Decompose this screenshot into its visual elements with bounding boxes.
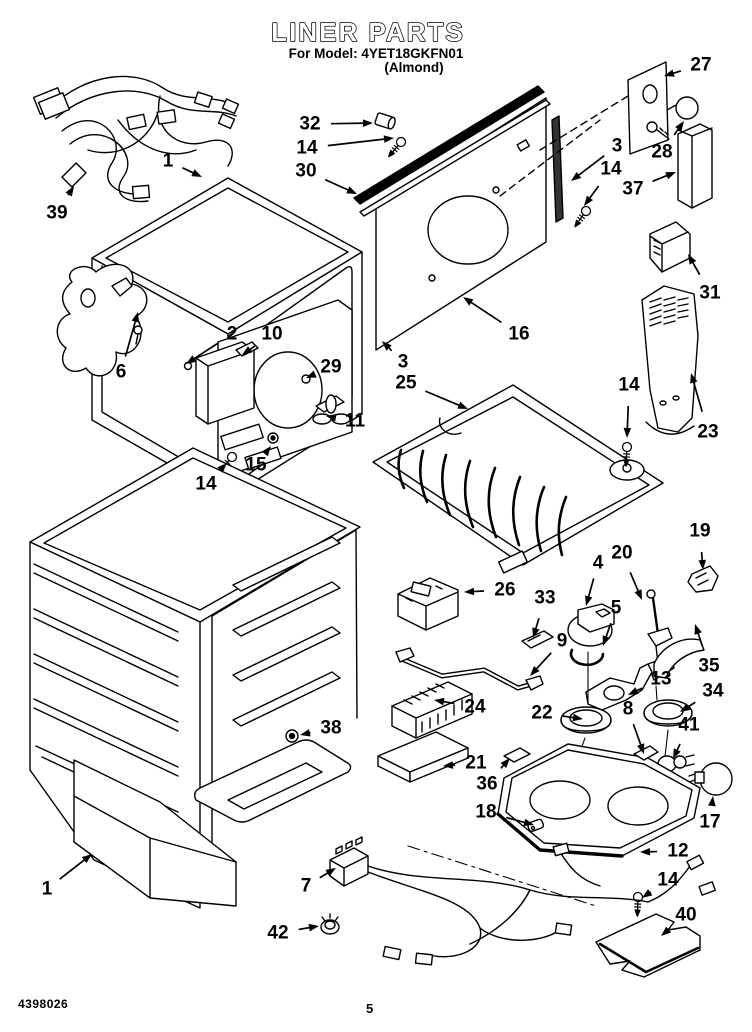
plug-connector-icon (329, 836, 369, 887)
clip19-icon (687, 565, 719, 593)
clip18-icon (527, 818, 545, 832)
ring22-icon (560, 706, 612, 734)
lower-liner-icon (29, 447, 361, 909)
document-number: 4398026 (18, 997, 69, 1011)
end-cap-icon (649, 221, 691, 273)
drain-tray-icon (377, 731, 469, 783)
ring34-icon (643, 699, 693, 727)
ground-strap-icon (395, 647, 544, 691)
clip36-icon (503, 747, 531, 763)
finish-line: (Almond) (384, 60, 443, 75)
icemaker-pan-icon (496, 743, 701, 858)
partition-shelf-icon (372, 384, 664, 574)
page-number: 5 (366, 1001, 374, 1016)
cover-plate-icon (595, 913, 701, 978)
relay-icon (397, 577, 459, 631)
bracket35-icon (653, 638, 705, 679)
dashed-guides (499, 95, 629, 197)
grommet42-icon (320, 913, 340, 935)
clip5-icon (569, 648, 605, 667)
thermostat-icon (567, 603, 615, 647)
evap-tray-icon (391, 681, 473, 739)
air-tower-icon (641, 285, 699, 435)
grommet-screw-icons (215, 112, 593, 476)
top-trim-icon (353, 85, 551, 217)
cover-icon (677, 123, 713, 209)
bracket-icon (56, 263, 148, 377)
wiring-harness-icon (32, 75, 240, 203)
lower-harness-icon (367, 842, 716, 966)
side-trim-icon (551, 115, 564, 223)
model-line: For Model: 4YET18GKFN01 (289, 46, 464, 61)
page-title: LINER PARTS (271, 17, 464, 47)
hinge-plate-icon (627, 61, 699, 155)
evaporator-fan-icon (183, 299, 353, 475)
lever13-icon (585, 663, 653, 711)
light-bulb-icon (688, 762, 733, 796)
clip33-icon (521, 630, 554, 649)
